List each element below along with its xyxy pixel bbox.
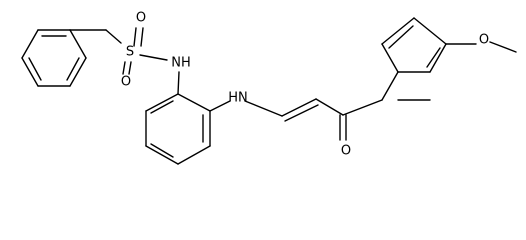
methoxyphenyl-ring: [381, 17, 447, 101]
sulfur-label: S: [126, 45, 134, 60]
methylene-sulfonyl: [69, 27, 168, 75]
sulfonamide-nh-label: NH: [171, 56, 191, 71]
benzyl-phenyl-ring: [21, 29, 87, 87]
n-aryl-bond: [177, 71, 180, 95]
sulfonyl-oxygen-upper-label: O: [136, 11, 146, 26]
chemical-structure: S O O NH HN O O: [21, 11, 517, 165]
enaminone-chain: [209, 98, 383, 141]
central-benzene-ring: [145, 93, 211, 165]
methoxy-oxygen-label: O: [479, 33, 489, 48]
sulfonyl-oxygen-lower-label: O: [121, 75, 131, 90]
enamine-nh-label: HN: [228, 91, 248, 106]
ketone-oxygen-label: O: [341, 144, 351, 159]
methoxy-group: [445, 41, 517, 53]
